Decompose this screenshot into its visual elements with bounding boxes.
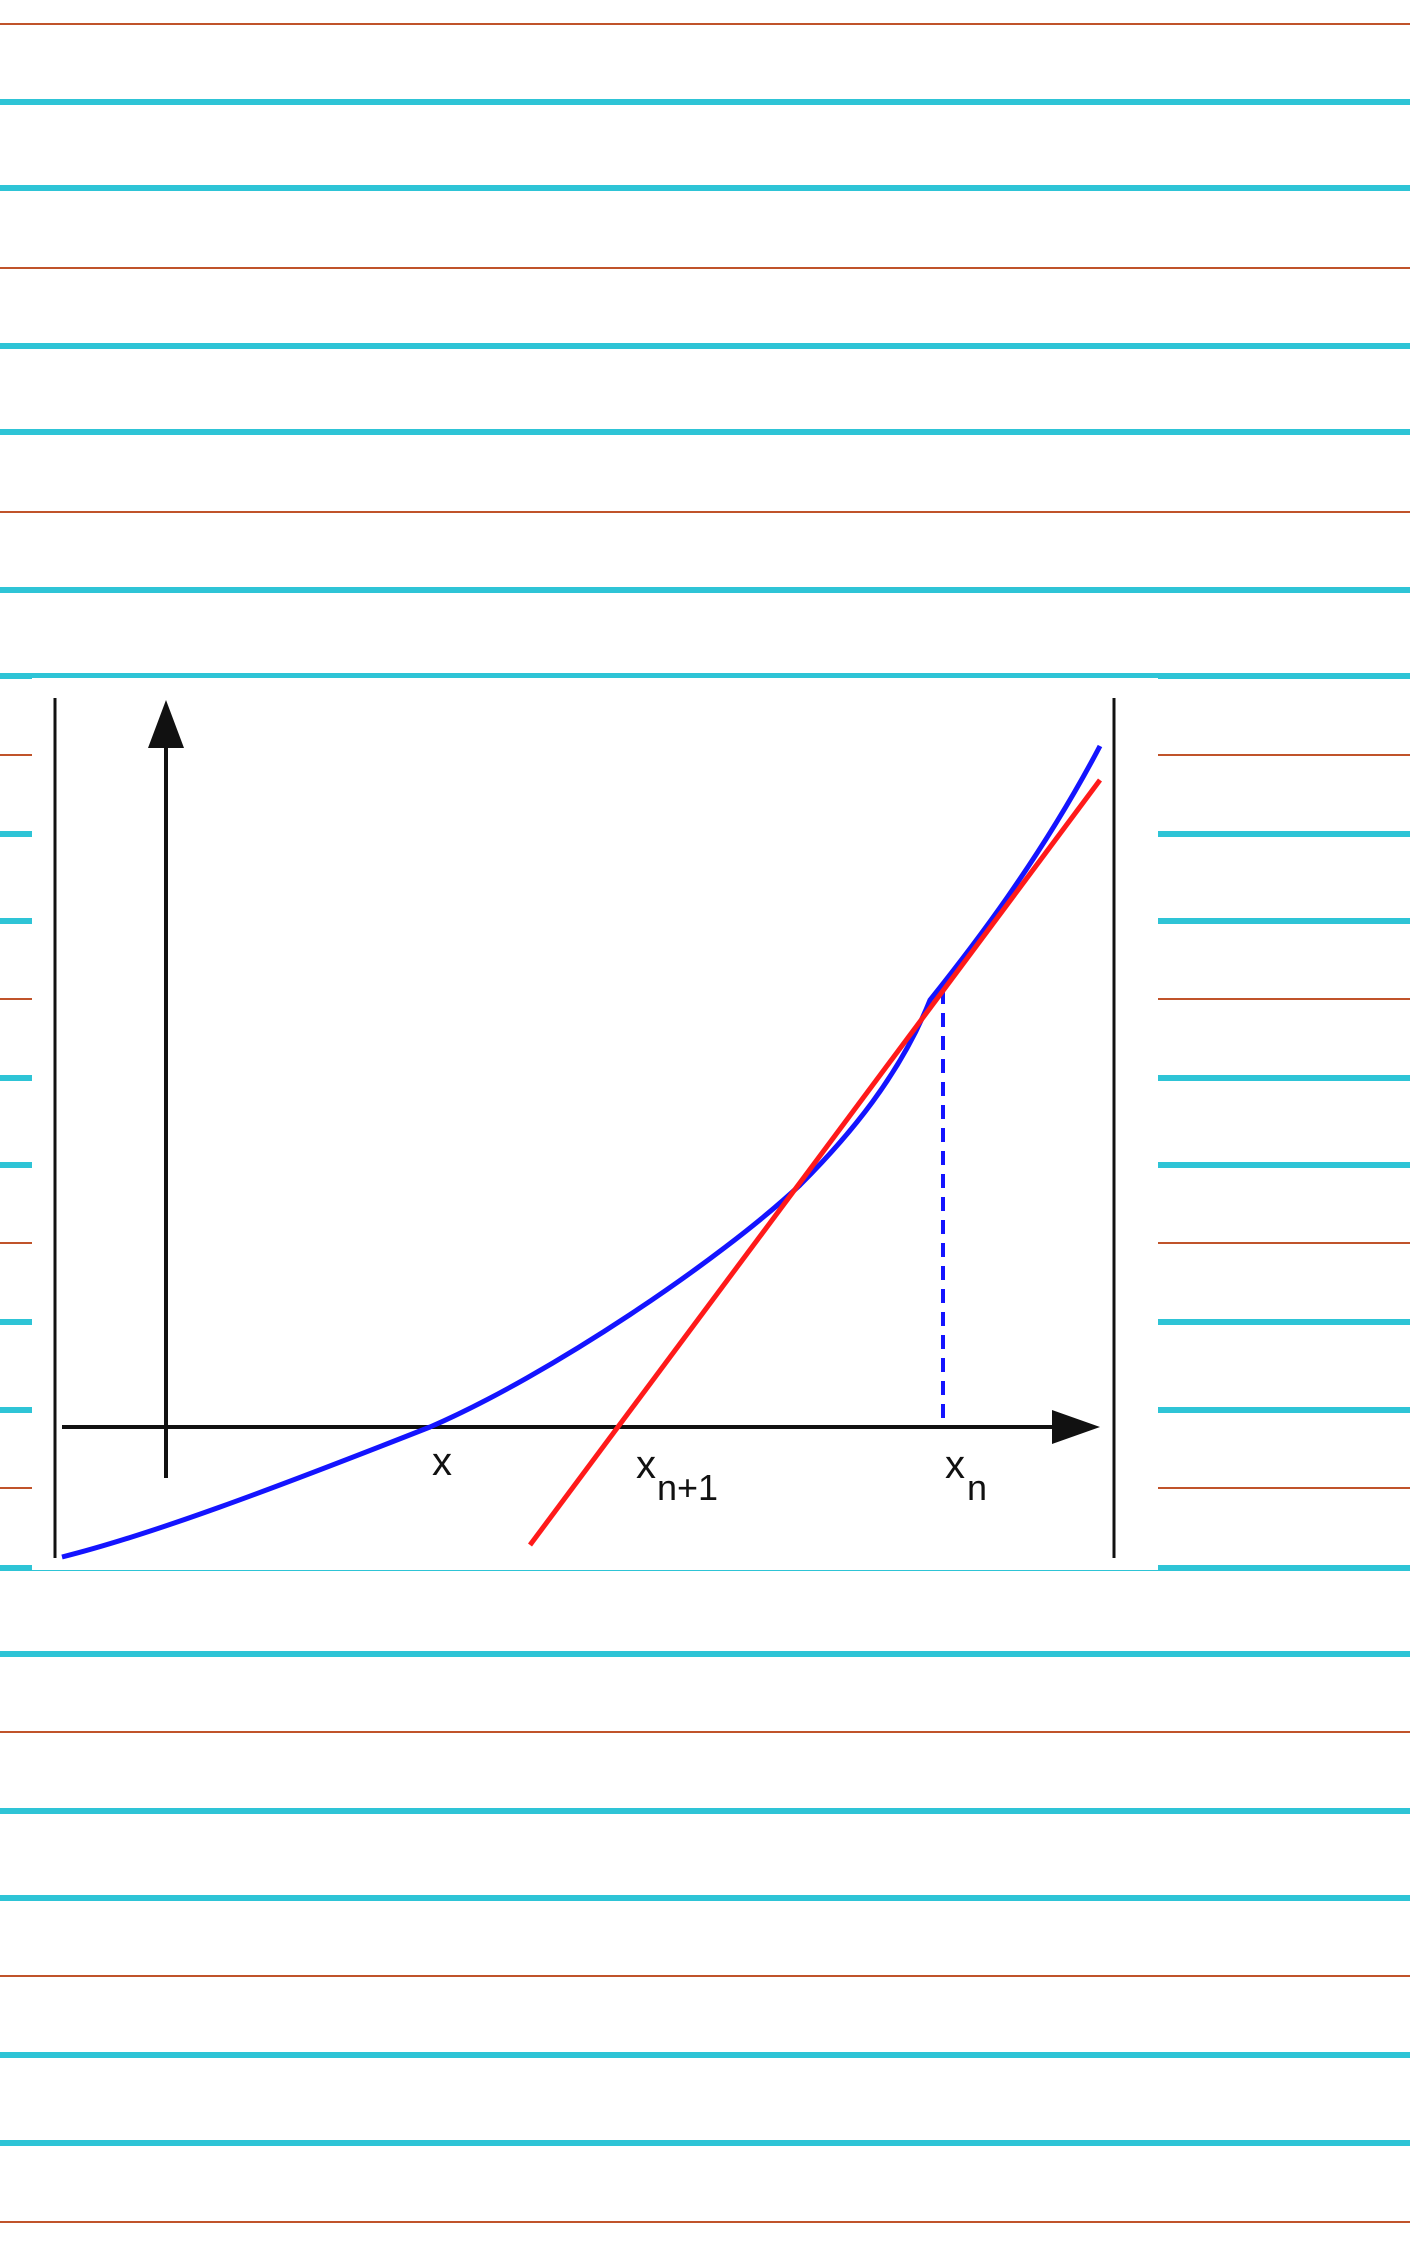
tangent-line (527, 778, 1103, 1547)
x-axis-arrowhead (1052, 1410, 1100, 1444)
root-label: x (432, 1440, 452, 1484)
figure-background (32, 678, 1158, 1570)
current-iterate-label: x (945, 1443, 965, 1487)
function-curve (61, 744, 1103, 1560)
next-iterate-subscript: n+1 (657, 1467, 718, 1508)
current-iterate-subscript: n (967, 1467, 987, 1508)
y-axis-arrowhead (148, 700, 184, 748)
next-iterate-label: x (636, 1443, 656, 1487)
newton-method-figure: x x n+1 x n (32, 678, 1158, 1570)
